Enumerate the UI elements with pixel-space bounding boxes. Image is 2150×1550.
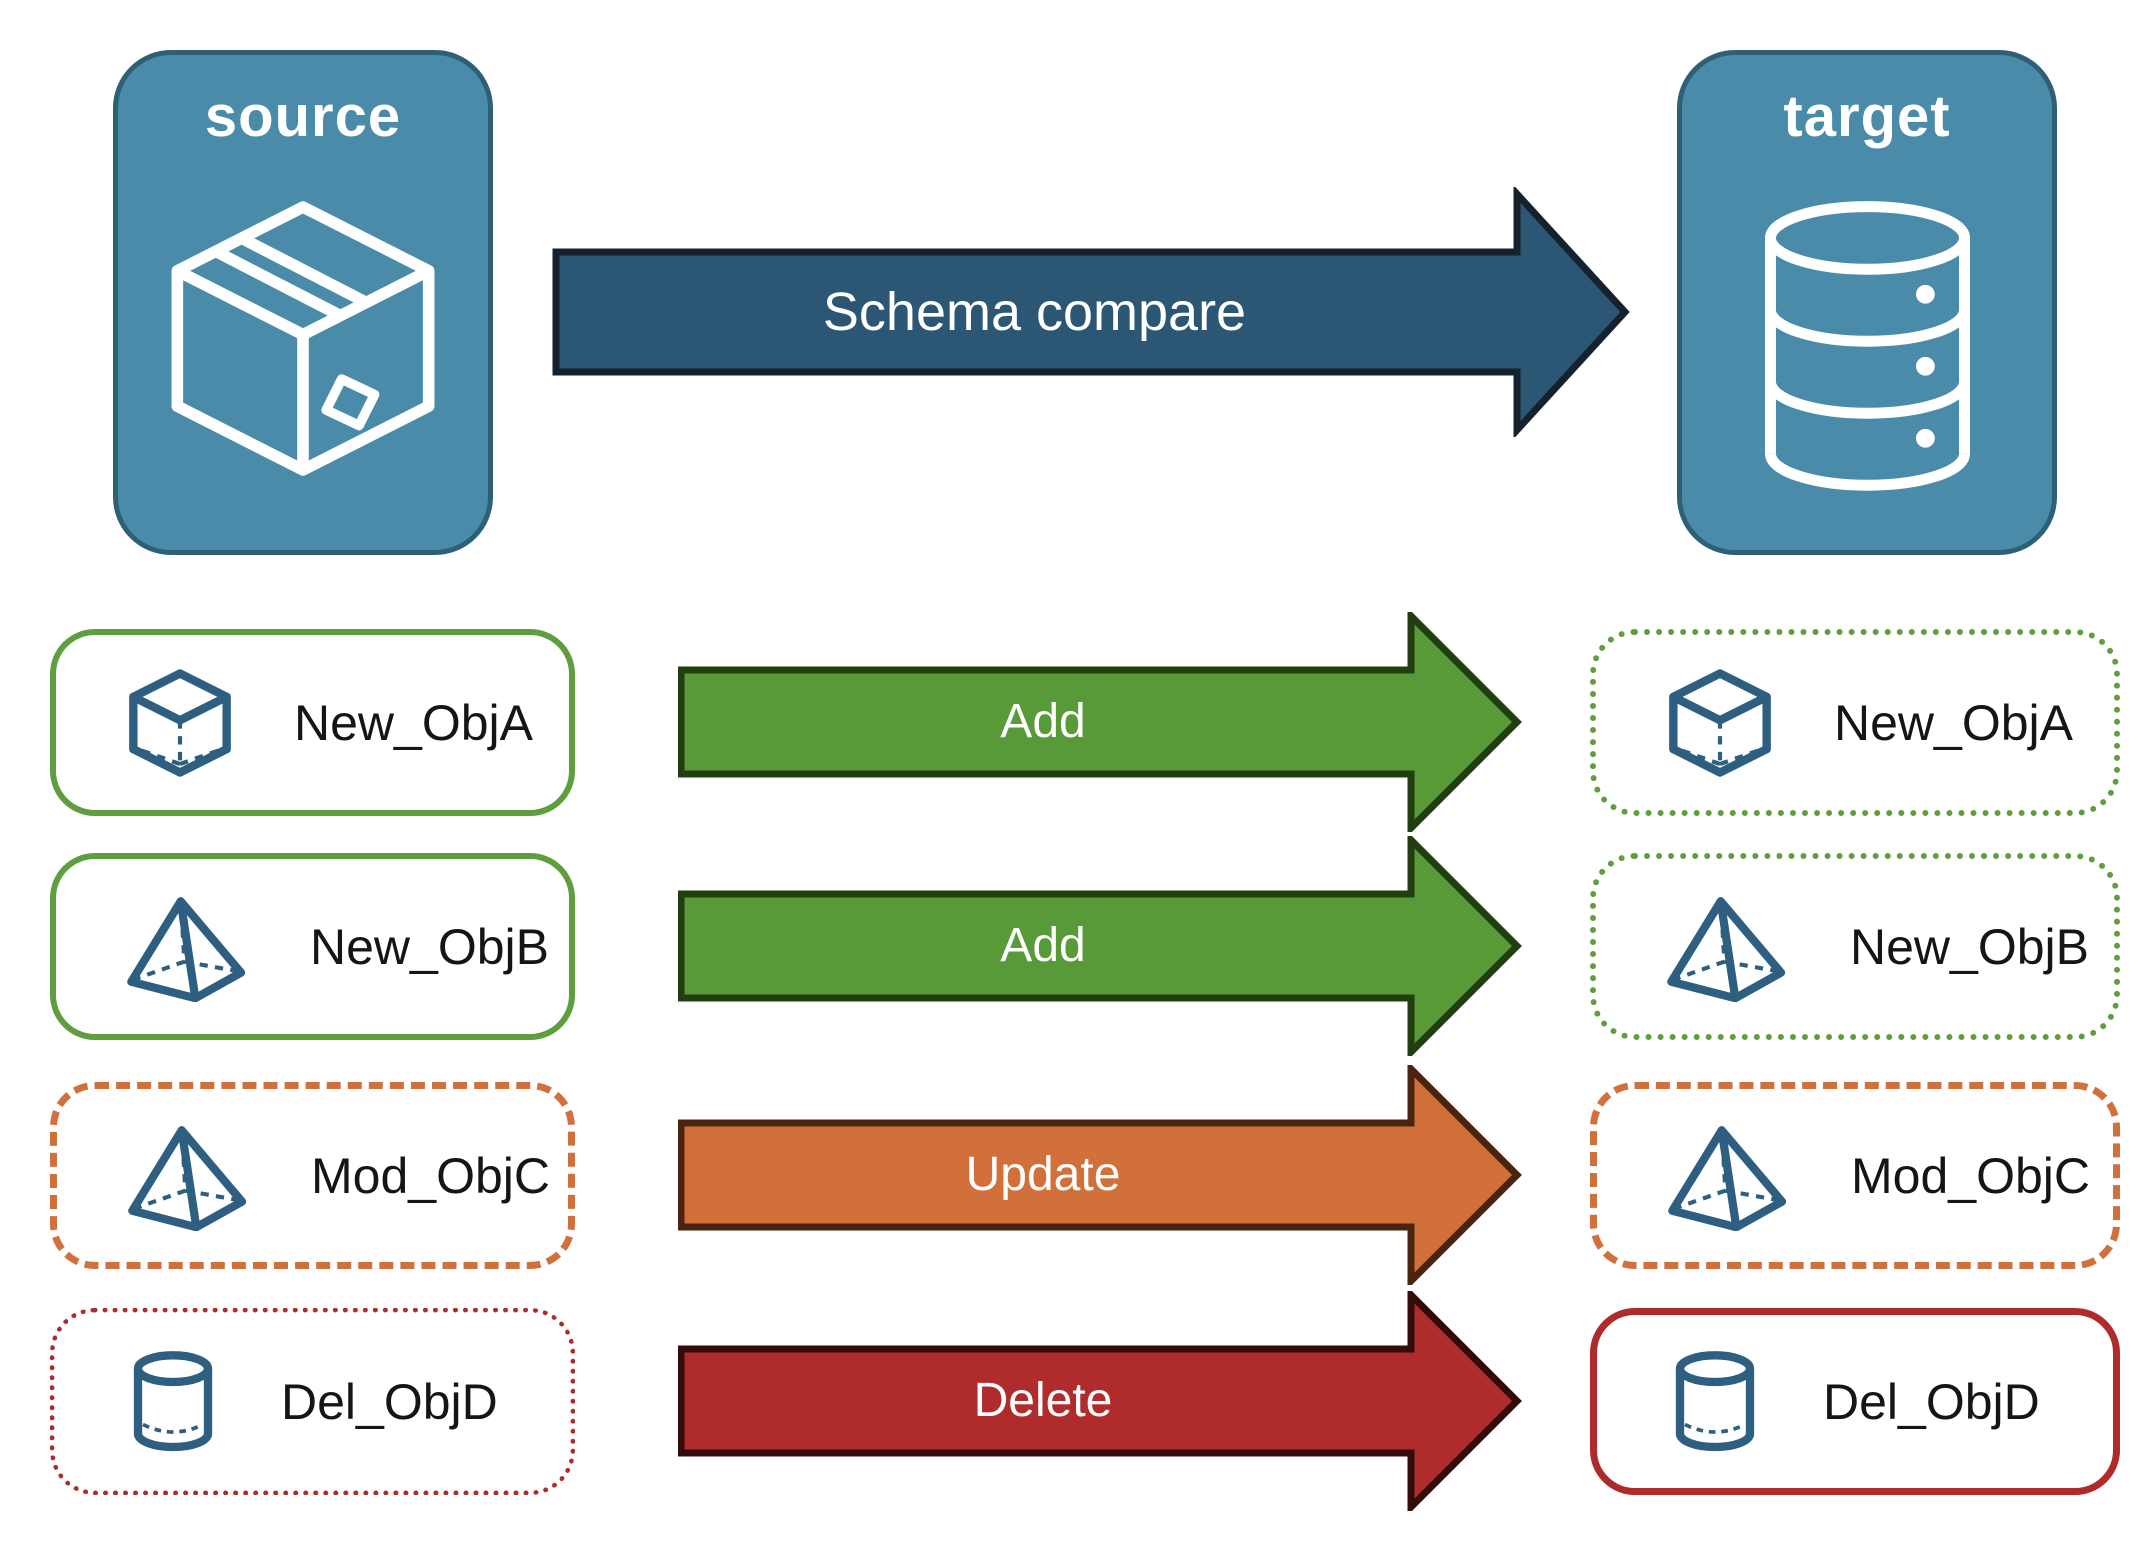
database-icon (1750, 191, 1985, 504)
cylinder-icon (123, 1343, 223, 1461)
object-label: Del_ObjD (281, 1373, 498, 1430)
add-arrow (678, 836, 1523, 1056)
schema-compare-arrow (552, 187, 1632, 437)
source-object-box: New_ObjB (50, 853, 575, 1040)
source-node: source (113, 50, 493, 555)
object-label: New_ObjA (1834, 694, 2073, 751)
target-object-box: New_ObjA (1590, 629, 2120, 816)
object-label: New_ObjB (1850, 918, 2089, 975)
target-object-box: New_ObjB (1590, 853, 2120, 1040)
object-label: New_ObjB (310, 918, 549, 975)
object-label: Mod_ObjC (311, 1147, 550, 1204)
pyramid-icon (125, 1121, 253, 1231)
pyramid-icon (124, 892, 252, 1002)
pyramid-icon (1664, 892, 1792, 1002)
object-label: New_ObjA (294, 694, 533, 751)
delete-arrow (678, 1291, 1523, 1511)
cube-icon (124, 667, 236, 779)
package-icon (158, 191, 448, 486)
add-arrow (678, 612, 1523, 832)
object-label: Del_ObjD (1823, 1373, 2040, 1430)
cylinder-icon (1665, 1343, 1765, 1461)
target-object-box: Del_ObjD (1590, 1308, 2120, 1495)
source-object-box: Del_ObjD (50, 1308, 575, 1495)
target-node: target (1677, 50, 2057, 555)
source-object-box: New_ObjA (50, 629, 575, 816)
source-object-box: Mod_ObjC (50, 1082, 575, 1269)
target-node-title: target (1783, 84, 1951, 149)
pyramid-icon (1665, 1121, 1793, 1231)
object-label: Mod_ObjC (1851, 1147, 2090, 1204)
source-node-title: source (204, 84, 402, 149)
cube-icon (1664, 667, 1776, 779)
update-arrow (678, 1065, 1523, 1285)
target-object-box: Mod_ObjC (1590, 1082, 2120, 1269)
